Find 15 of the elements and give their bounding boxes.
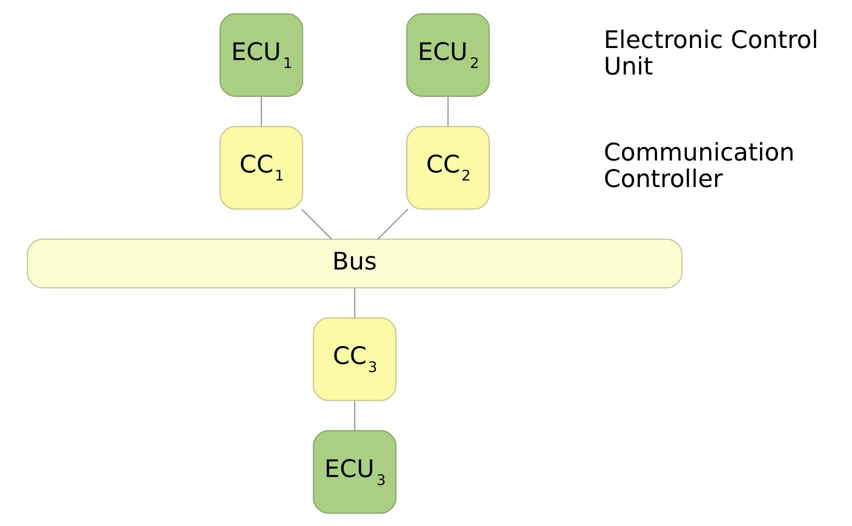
node-box: Bus: [26, 238, 682, 288]
node-box: ECU$_{2}$: [406, 12, 490, 96]
connector: [446, 96, 448, 126]
node-box: CC$_{3}$: [312, 316, 396, 401]
connector: [376, 208, 408, 240]
node-box: ECU$_{3}$: [312, 430, 396, 514]
connector: [260, 96, 262, 126]
connector: [354, 287, 355, 318]
node-box: ECU$_{1}$: [219, 12, 303, 96]
node-box: CC$_{1}$: [219, 125, 303, 210]
connector: [354, 400, 355, 430]
label: Electronic Control Unit: [603, 25, 818, 80]
label: Communication Controller: [603, 138, 794, 193]
connector: [300, 208, 332, 240]
node-box: CC$_{2}$: [406, 125, 490, 210]
